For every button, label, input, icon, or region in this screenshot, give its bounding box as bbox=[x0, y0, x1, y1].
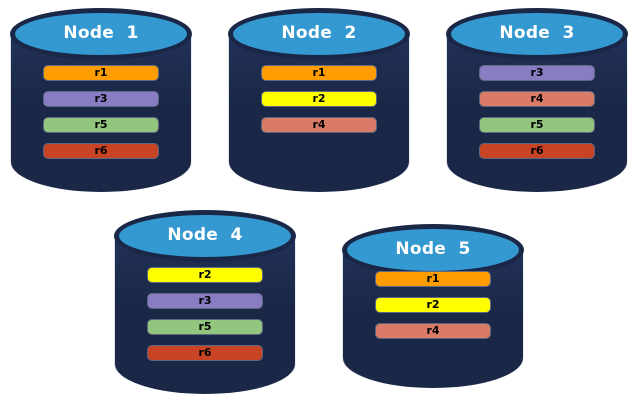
replica-bar: r4 bbox=[480, 92, 594, 106]
cylinder-top-ellipse: Node 1 bbox=[10, 8, 192, 60]
replica-list: r1 r2 r4 bbox=[342, 272, 524, 338]
replica-bar: r6 bbox=[148, 346, 262, 360]
db-node: Node 1 r1 r3 r5 r6 bbox=[10, 8, 192, 192]
cylinder-body-shape bbox=[11, 34, 191, 192]
replica-bar: r5 bbox=[148, 320, 262, 334]
replica-bar: r2 bbox=[262, 92, 376, 106]
replica-bar: r4 bbox=[262, 118, 376, 132]
db-node: Node 5 r1 r2 r4 bbox=[342, 224, 524, 388]
replica-list: r1 r3 r5 r6 bbox=[10, 66, 192, 158]
cylinder-body-shape bbox=[447, 34, 627, 192]
node-label: Node 1 bbox=[63, 23, 139, 43]
cylinder-top-ellipse: Node 2 bbox=[228, 8, 410, 60]
replica-bar: r3 bbox=[148, 294, 262, 308]
replica-list: r2 r3 r5 r6 bbox=[114, 268, 296, 360]
cylinder-top-ellipse: Node 5 bbox=[342, 224, 524, 276]
replica-bar: r2 bbox=[148, 268, 262, 282]
replica-bar: r5 bbox=[480, 118, 594, 132]
replica-list: r3 r4 r5 r6 bbox=[446, 66, 628, 158]
replica-bar: r2 bbox=[376, 298, 490, 312]
cylinder-top-ellipse: Node 4 bbox=[114, 210, 296, 262]
replica-bar: r6 bbox=[44, 144, 158, 158]
node-label: Node 5 bbox=[395, 239, 471, 259]
node-label: Node 4 bbox=[167, 225, 243, 245]
node-row-bottom: Node 4 r2 r3 r5 r6 Node 5 r1 r2 r4 bbox=[0, 210, 638, 394]
replica-bar: r3 bbox=[480, 66, 594, 80]
replica-bar: r4 bbox=[376, 324, 490, 338]
node-label: Node 3 bbox=[499, 23, 575, 43]
replica-bar: r6 bbox=[480, 144, 594, 158]
replica-list: r1 r2 r4 bbox=[228, 66, 410, 132]
node-label: Node 2 bbox=[281, 23, 357, 43]
replica-bar: r3 bbox=[44, 92, 158, 106]
db-node: Node 2 r1 r2 r4 bbox=[228, 8, 410, 192]
replica-bar: r1 bbox=[44, 66, 158, 80]
replica-bar: r1 bbox=[262, 66, 376, 80]
replica-bar: r1 bbox=[376, 272, 490, 286]
cylinder-body-shape bbox=[229, 34, 409, 192]
cylinder-body-shape bbox=[115, 236, 295, 394]
db-node: Node 4 r2 r3 r5 r6 bbox=[114, 210, 296, 394]
replica-bar: r5 bbox=[44, 118, 158, 132]
db-node: Node 3 r3 r4 r5 r6 bbox=[446, 8, 628, 192]
cylinder-top-ellipse: Node 3 bbox=[446, 8, 628, 60]
